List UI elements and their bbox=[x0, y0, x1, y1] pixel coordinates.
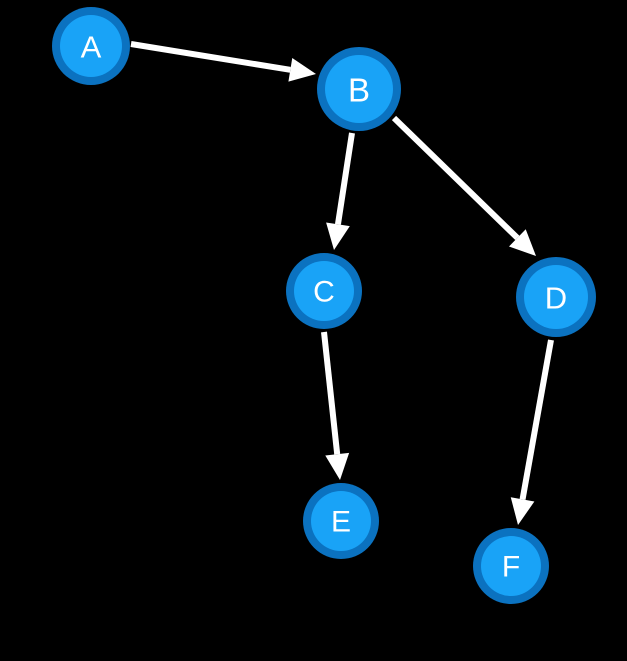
node-fill bbox=[524, 265, 588, 329]
edges-layer bbox=[130, 41, 554, 525]
graph-node-a[interactable]: A bbox=[52, 7, 130, 85]
graph-node-b[interactable]: B bbox=[317, 47, 401, 131]
edge-line bbox=[130, 41, 291, 73]
edge-b-c bbox=[326, 132, 355, 250]
edge-b-d bbox=[391, 115, 536, 256]
graph-node-d[interactable]: D bbox=[516, 257, 596, 337]
arrowhead-icon bbox=[510, 497, 535, 525]
arrowhead-icon bbox=[508, 229, 536, 256]
arrowhead-icon bbox=[325, 452, 350, 480]
edge-line bbox=[519, 339, 554, 500]
node-label: C bbox=[313, 276, 335, 309]
node-fill bbox=[294, 261, 354, 321]
node-fill bbox=[325, 55, 393, 123]
graph-node-f[interactable]: F bbox=[473, 528, 549, 604]
graph-node-c[interactable]: C bbox=[286, 253, 362, 329]
node-label: F bbox=[502, 551, 520, 584]
edge-c-e bbox=[321, 331, 350, 480]
arrowhead-icon bbox=[326, 222, 350, 250]
arrowhead-icon bbox=[288, 57, 316, 82]
edge-d-f bbox=[510, 339, 554, 525]
edge-line bbox=[391, 115, 520, 241]
node-fill bbox=[311, 491, 371, 551]
edge-a-b bbox=[130, 41, 316, 82]
node-label: A bbox=[81, 30, 102, 65]
node-fill bbox=[481, 536, 541, 596]
node-fill bbox=[60, 15, 122, 77]
node-label: B bbox=[348, 72, 370, 109]
edge-line bbox=[334, 132, 355, 225]
graph-node-e[interactable]: E bbox=[303, 483, 379, 559]
edge-line bbox=[321, 331, 341, 455]
nodes-layer: A B C D E F bbox=[52, 7, 596, 604]
node-label: E bbox=[331, 506, 351, 539]
node-label: D bbox=[545, 281, 567, 316]
